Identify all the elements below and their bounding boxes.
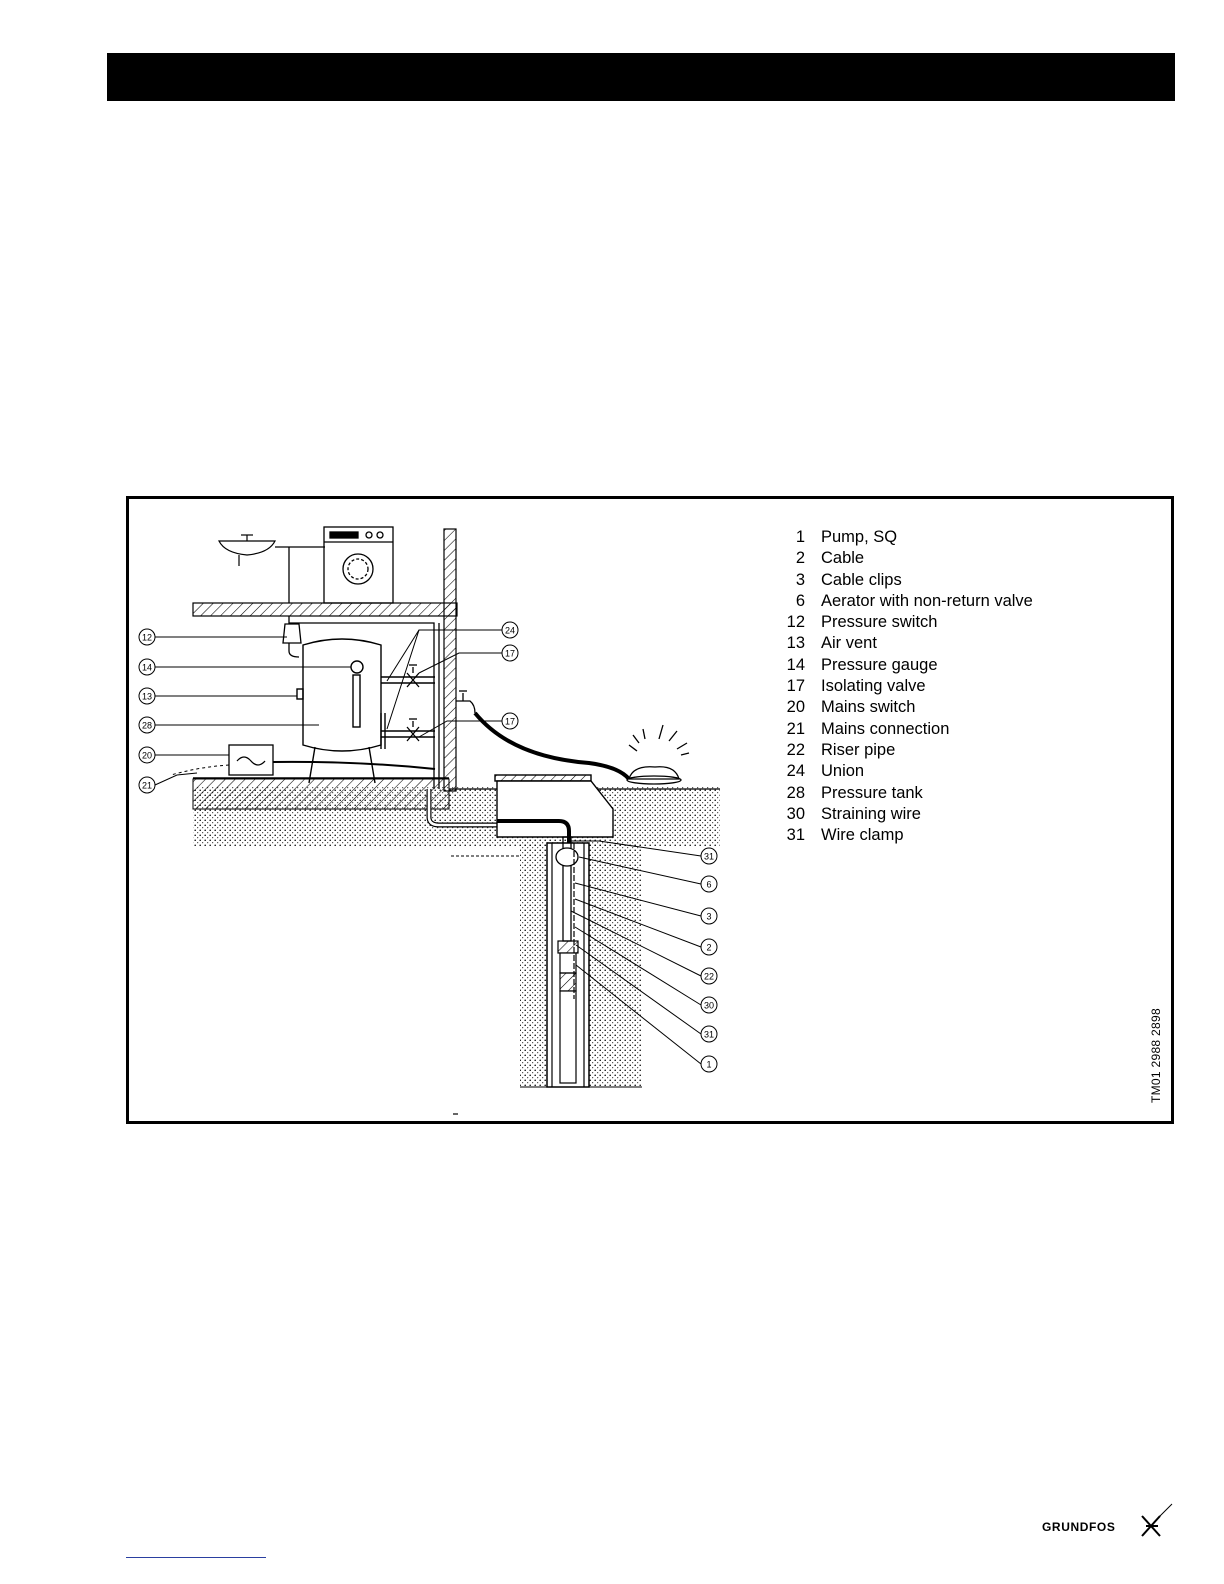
svg-text:24: 24 [505,626,515,636]
lawn-sprinkler [626,724,690,785]
mains-switch [228,744,274,776]
washing-machine [323,526,394,604]
svg-text:17: 17 [505,717,515,727]
callout-labels: 12 14 13 28 20 21 24 17 17 31 6 3 2 22 3… [138,621,718,1073]
brand-wordmark: GRUNDFOS [1042,1520,1116,1534]
air-vent [296,688,304,700]
callout-13: 13 [138,687,156,705]
callout-24: 24 [501,621,519,639]
svg-text:2: 2 [706,943,711,953]
svg-text:21: 21 [142,781,152,791]
callout-14: 14 [138,658,156,676]
cables [170,760,436,776]
callout-17-upper: 17 [501,644,519,662]
borehole [520,842,642,1088]
callout-30: 30 [700,996,718,1014]
wash-basin [218,534,325,566]
pressure-gauge [350,660,364,674]
callout-6: 6 [700,875,718,893]
svg-text:14: 14 [142,663,152,673]
callout-22: 22 [700,967,718,985]
svg-text:6: 6 [706,880,711,890]
callout-20: 20 [138,746,156,764]
svg-text:22: 22 [704,972,714,982]
svg-text:30: 30 [704,1001,714,1011]
floor-slab [192,602,458,617]
callout-12: 12 [138,628,156,646]
svg-text:31: 31 [704,1030,714,1040]
svg-text:31: 31 [704,852,714,862]
callout-28: 28 [138,716,156,734]
callout-3: 3 [700,907,718,925]
callout-2: 2 [700,938,718,956]
svg-text:1: 1 [706,1060,711,1070]
ground [192,777,720,846]
header-bar [107,53,1175,101]
pump-sq [557,940,579,1084]
svg-text:3: 3 [706,912,711,922]
callout-1: 1 [700,1055,718,1073]
callout-31-upper: 31 [700,847,718,865]
svg-text:28: 28 [142,721,152,731]
house-supply-pipes [288,547,440,789]
installation-figure: 12 14 13 28 20 21 24 17 17 31 6 3 2 22 3… [126,496,1174,1124]
drawing-code: TM01 2988 2898 [1149,1008,1163,1103]
callout-17-lower: 17 [501,712,519,730]
installation-diagram: 12 14 13 28 20 21 24 17 17 31 6 3 2 22 3… [138,526,720,1115]
svg-text:12: 12 [142,633,152,643]
well-head-cover [494,774,614,843]
svg-text:13: 13 [142,692,152,702]
svg-text:20: 20 [142,751,152,761]
callout-21: 21 [138,776,156,794]
aerator [555,847,579,867]
svg-text:17: 17 [505,649,515,659]
isolating-valves [406,664,476,742]
footnote-rule [126,1557,266,1558]
garden-hose [473,711,631,781]
leader-lines [154,629,702,1065]
callout-31-lower: 31 [700,1025,718,1043]
pressure-tank [296,638,435,784]
grundfos-logo-icon [1141,1503,1173,1537]
pressure-switch [282,623,302,658]
